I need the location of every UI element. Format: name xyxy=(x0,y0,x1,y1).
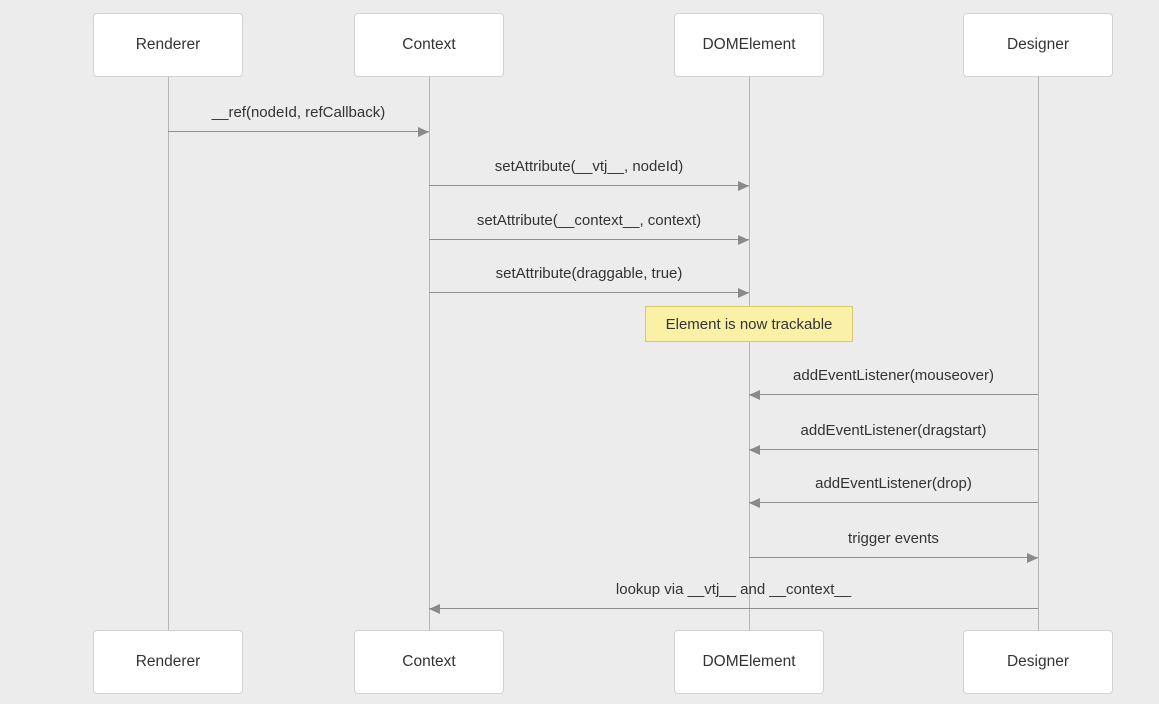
message-label: setAttribute(draggable, true) xyxy=(495,265,683,282)
participant-box-renderer-top: Renderer xyxy=(93,13,243,77)
message-label: addEventListener(mouseover) xyxy=(793,367,994,384)
message-arrow xyxy=(429,180,749,191)
message-arrow xyxy=(749,552,1038,563)
lifeline-renderer xyxy=(168,77,169,630)
message-setattribute-vtj: setAttribute(__vtj__, nodeId) xyxy=(429,156,749,191)
participant-label: Context xyxy=(402,36,456,53)
message-label: setAttribute(__vtj__, nodeId) xyxy=(494,158,684,175)
arrowhead-left-icon xyxy=(749,444,760,455)
participant-box-context-top: Context xyxy=(354,13,504,77)
message-addeventlistener-dragstart: addEventListener(dragstart) xyxy=(749,420,1038,455)
message-label: setAttribute(__context__, context) xyxy=(476,212,702,229)
message-trigger-events: trigger events xyxy=(749,528,1038,563)
participant-label: DOMElement xyxy=(702,653,796,670)
message-label: lookup via __vtj__ and __context__ xyxy=(615,581,852,598)
lifeline-designer xyxy=(1038,77,1039,630)
participant-box-context-bottom: Context xyxy=(354,630,504,694)
message-label: addEventListener(dragstart) xyxy=(800,422,987,439)
participant-label: Renderer xyxy=(135,653,201,670)
note-label: Element is now trackable xyxy=(665,315,833,333)
arrowhead-right-icon xyxy=(738,287,749,298)
participant-label: DOMElement xyxy=(702,36,796,53)
participant-label: Designer xyxy=(1006,653,1070,670)
message-ref-nodeid: __ref(nodeId, refCallback) xyxy=(168,102,429,137)
page-bottom-edge xyxy=(0,704,1159,714)
participant-box-domelement-top: DOMElement xyxy=(674,13,824,77)
arrowhead-left-icon xyxy=(749,497,760,508)
message-label: addEventListener(drop) xyxy=(815,475,972,492)
message-label: __ref(nodeId, refCallback) xyxy=(211,104,386,121)
message-arrow xyxy=(429,287,749,298)
lifeline-context xyxy=(429,77,430,630)
message-lookup-vtj-context: lookup via __vtj__ and __context__ xyxy=(429,579,1038,614)
arrowhead-right-icon xyxy=(738,180,749,191)
message-addeventlistener-drop: addEventListener(drop) xyxy=(749,473,1038,508)
participant-label: Renderer xyxy=(135,36,201,53)
message-addeventlistener-mouseover: addEventListener(mouseover) xyxy=(749,365,1038,400)
arrowhead-left-icon xyxy=(749,389,760,400)
participant-box-designer-bottom: Designer xyxy=(963,630,1113,694)
message-setattribute-draggable: setAttribute(draggable, true) xyxy=(429,263,749,298)
participant-box-designer-top: Designer xyxy=(963,13,1113,77)
message-arrow xyxy=(749,444,1038,455)
message-arrow xyxy=(749,389,1038,400)
message-arrow xyxy=(429,234,749,245)
participant-box-domelement-bottom: DOMElement xyxy=(674,630,824,694)
message-setattribute-context: setAttribute(__context__, context) xyxy=(429,210,749,245)
message-arrow xyxy=(429,603,1038,614)
participant-box-renderer-bottom: Renderer xyxy=(93,630,243,694)
arrowhead-right-icon xyxy=(1027,552,1038,563)
participant-label: Context xyxy=(402,653,456,670)
arrowhead-right-icon xyxy=(418,126,429,137)
participant-label: Designer xyxy=(1006,36,1070,53)
note-element-trackable: Element is now trackable xyxy=(645,306,853,342)
message-arrow xyxy=(749,497,1038,508)
arrowhead-left-icon xyxy=(429,603,440,614)
arrowhead-right-icon xyxy=(738,234,749,245)
message-label: trigger events xyxy=(848,530,939,547)
lifeline-domelement xyxy=(749,77,750,630)
message-arrow xyxy=(168,126,429,137)
